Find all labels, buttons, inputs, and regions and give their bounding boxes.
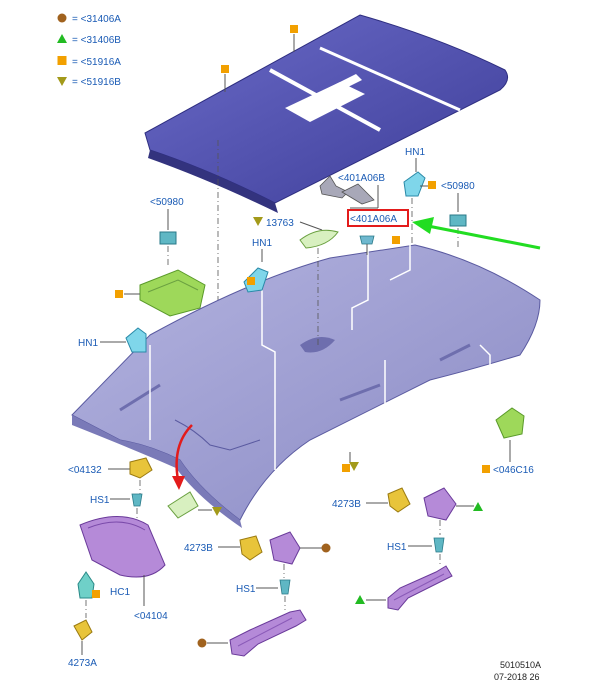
- roof-panel: [144, 14, 509, 213]
- legend-text: = <31406B: [72, 35, 121, 46]
- part-label: <04104: [134, 611, 168, 622]
- diagram-date: 07-2018 26: [494, 672, 540, 682]
- square-orange-icon: [392, 236, 400, 244]
- grab-handle-bezel: [423, 487, 457, 521]
- triangle-olive-icon: [349, 462, 359, 471]
- red-arrow-icon: [175, 424, 193, 481]
- clip-part: [243, 267, 269, 293]
- headliner: [71, 244, 541, 528]
- bracket-part: [495, 407, 525, 439]
- diagram-code: 5010510A: [500, 660, 541, 670]
- part-label: 4273A: [68, 658, 97, 669]
- clip-part: [403, 171, 426, 197]
- square-orange-icon: [247, 277, 255, 285]
- triangle-olive-icon: [253, 217, 263, 226]
- legend: = <31406A = <31406B = <51916A = <51916B: [57, 13, 121, 88]
- console-part: [139, 269, 206, 317]
- part-label: <04132: [68, 465, 102, 476]
- part-label: <401A06B: [338, 173, 385, 184]
- clip-part: [239, 535, 263, 561]
- triangle-green-icon: [355, 595, 365, 604]
- part-label: HN1: [78, 338, 98, 349]
- clip-part: [387, 487, 411, 513]
- part-label: HS1: [90, 495, 110, 506]
- part-label: HN1: [405, 147, 425, 158]
- part-label: <401A06A: [350, 214, 397, 225]
- part-label: HN1: [252, 238, 272, 249]
- green-arrow-icon: [427, 224, 541, 250]
- circle-brown-icon: [197, 638, 207, 648]
- square-orange-icon: [115, 290, 123, 298]
- square-orange-icon: [428, 181, 436, 189]
- bracket-part: [341, 183, 375, 205]
- part-label: 13763: [266, 218, 294, 229]
- green-arrowhead-icon: [412, 217, 434, 234]
- triangle-green-icon: [57, 34, 67, 43]
- lens-part: [167, 491, 199, 519]
- part-label: 4273B: [184, 543, 213, 554]
- cap-part: [159, 231, 177, 245]
- clip-part: [73, 619, 93, 641]
- square-orange-icon: [57, 56, 67, 65]
- triangle-green-icon: [473, 502, 483, 511]
- screw-part: [279, 579, 291, 595]
- red-arrowhead-icon: [172, 476, 185, 490]
- clip-part: [129, 457, 153, 479]
- part-label: <046C16: [493, 465, 534, 476]
- part-label: HC1: [110, 587, 130, 598]
- part-label: HS1: [387, 542, 407, 553]
- highlight-box: [347, 209, 409, 227]
- lens-part: [299, 229, 339, 249]
- part-label: <50980: [441, 181, 475, 192]
- sun-visor-part: [79, 516, 166, 578]
- grab-handle-bezel: [269, 531, 301, 565]
- square-orange-icon: [290, 25, 298, 33]
- legend-text: = <31406A: [72, 14, 121, 25]
- triangle-olive-icon: [57, 77, 67, 86]
- screw-part: [359, 235, 375, 245]
- square-orange-icon: [92, 590, 100, 598]
- grab-handle-part: [387, 565, 453, 611]
- triangle-olive-icon: [212, 507, 222, 516]
- clip-part: [77, 571, 95, 599]
- grab-handle-part: [229, 609, 307, 657]
- screw-part: [433, 537, 445, 553]
- clip-part: [125, 327, 147, 353]
- screw-part: [131, 493, 143, 507]
- square-orange-icon: [482, 465, 490, 473]
- legend-text: = <51916A: [72, 57, 121, 68]
- square-orange-icon: [221, 65, 229, 73]
- part-label: <50980: [150, 197, 184, 208]
- part-label: 4273B: [332, 499, 361, 510]
- circle-brown-icon: [321, 543, 331, 553]
- square-orange-icon: [342, 464, 350, 472]
- cap-part: [449, 214, 467, 227]
- circle-brown-icon: [57, 13, 67, 23]
- part-label: HS1: [236, 584, 256, 595]
- legend-text: = <51916B: [72, 77, 121, 88]
